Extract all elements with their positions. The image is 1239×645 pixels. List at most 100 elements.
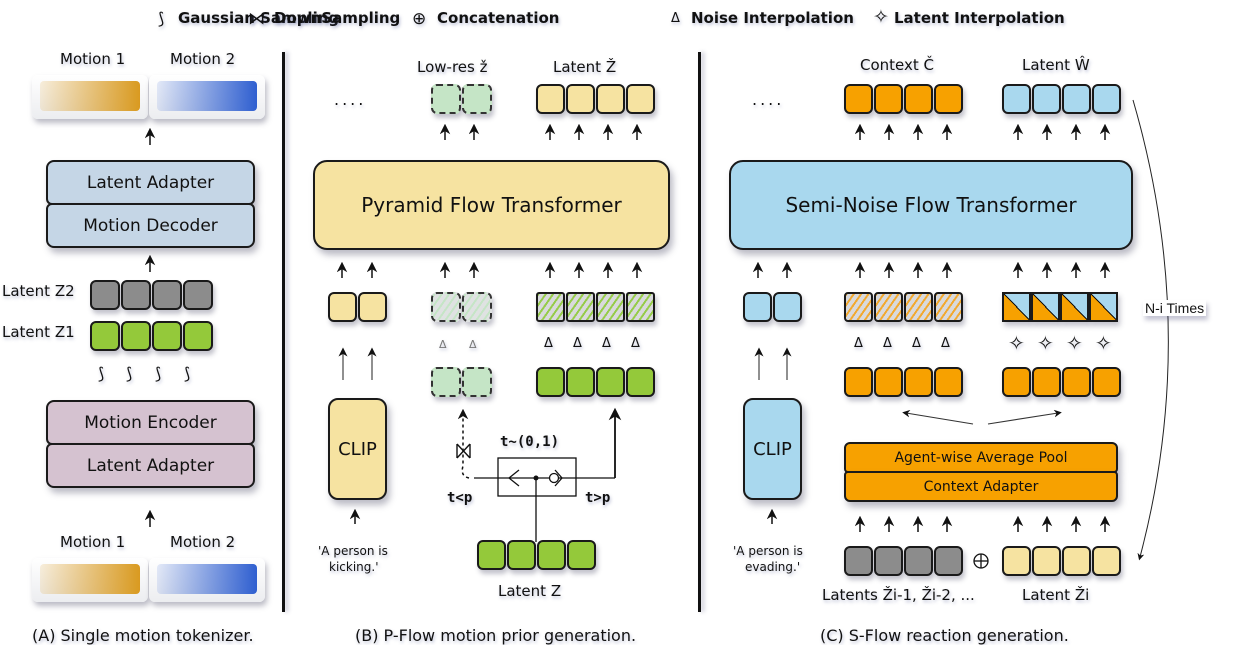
token (536, 367, 565, 397)
latent-adapter-encoder-block: Latent Adapter (46, 443, 255, 488)
concatenation-icon (973, 553, 989, 569)
prompt-line-1: 'A person is (733, 544, 803, 558)
token (904, 367, 933, 397)
token (1092, 84, 1121, 114)
clip-encoder: CLIP (743, 398, 802, 500)
divider-a-b (282, 52, 285, 612)
motion-1-label-top: Motion 1 (60, 50, 126, 68)
latent-z-tokens (477, 540, 597, 570)
latent-interpolation-icon: ✧ (1095, 331, 1112, 355)
noise-interpolation-icon: Δ (439, 338, 447, 351)
latent-zi-label: Latent Ži (1022, 586, 1090, 604)
token (596, 292, 625, 322)
noisy-low-res-tokens (431, 292, 493, 322)
token (626, 84, 655, 114)
token (1092, 546, 1121, 576)
prompt-line-1: 'A person is (318, 544, 388, 558)
motion-2-image-bottom (149, 558, 265, 602)
context-c-tokens (844, 84, 964, 114)
token (844, 292, 873, 322)
panel-c-arrows (752, 99, 1169, 569)
latent-interpolation-icon: ✧ (1066, 331, 1083, 355)
token (183, 280, 213, 310)
token (328, 292, 357, 322)
token (431, 292, 461, 322)
noise-interpolation-icon: Δ (602, 336, 611, 351)
previous-latents-label: Latents Ži-1, Ži-2, ... (822, 586, 975, 604)
low-res-tokens-top (431, 84, 493, 114)
agent-wise-average-pool-block: Agent-wise Average Pool (844, 442, 1118, 473)
noise-interpolation-icon: Δ (912, 336, 921, 351)
latent-interpolation-icon: ✧ (873, 6, 889, 28)
token (1031, 292, 1060, 322)
token (462, 367, 492, 397)
token (462, 292, 492, 322)
token (626, 292, 655, 322)
latent-interpolation-icon: ✧ (1037, 331, 1054, 355)
ellipsis: .... (334, 90, 367, 109)
pyramid-flow-transformer: Pyramid Flow Transformer (313, 160, 670, 250)
gaussian-sampling-icon: ⟆ (158, 9, 165, 28)
motion-2-image-top (149, 75, 265, 119)
token (934, 367, 963, 397)
legend-concatenation: Concatenation (437, 9, 560, 27)
token (934, 292, 963, 322)
token (1062, 367, 1091, 397)
token (904, 84, 933, 114)
motion-2-label-top: Motion 2 (170, 50, 236, 68)
low-res-label: Low-res ž (417, 58, 488, 76)
token (536, 292, 565, 322)
token (904, 546, 933, 576)
token (431, 84, 461, 114)
token (462, 84, 492, 114)
legend-noise-interpolation: Noise Interpolation (691, 9, 854, 27)
token (1002, 84, 1031, 114)
ellipsis: .... (752, 90, 785, 109)
token (537, 540, 566, 570)
branch-low-label: t<p (447, 490, 473, 506)
token (507, 540, 536, 570)
context-adapter-block: Context Adapter (844, 471, 1118, 502)
latent-interpolation-icon: ✧ (1008, 331, 1025, 355)
gaussian-sampling-icon: ⟆ (126, 364, 133, 383)
noise-interpolation-icon: Δ (854, 336, 863, 351)
panel-c-caption: (C) S-Flow reaction generation. (820, 626, 1069, 645)
motion-figures-blue (157, 564, 257, 594)
concatenation-icon: ⊕ (412, 9, 427, 29)
token (477, 540, 506, 570)
token (90, 280, 120, 310)
token (904, 292, 933, 322)
token (596, 84, 625, 114)
token (566, 84, 595, 114)
token (874, 84, 903, 114)
legend-downsampling: DownSampling (274, 9, 401, 27)
clip-encoder: CLIP (328, 398, 387, 500)
token (1002, 292, 1031, 322)
token (431, 367, 461, 397)
latent-z1-tokens (90, 321, 214, 351)
branch-high-label: t>p (585, 490, 611, 506)
token (1092, 367, 1121, 397)
latent-zi-tokens (1002, 546, 1122, 576)
token (121, 321, 151, 351)
token (1062, 84, 1091, 114)
downsampling-icon: ⋈ (248, 9, 265, 29)
semi-noise-flow-transformer: Semi-Noise Flow Transformer (729, 160, 1133, 250)
token (183, 321, 213, 351)
token (844, 367, 873, 397)
latent-z-hat-tokens (536, 84, 656, 114)
token (566, 292, 595, 322)
token (90, 321, 120, 351)
token (934, 546, 963, 576)
token (152, 321, 182, 351)
token (1089, 292, 1118, 322)
context-tokens-orange-left (844, 367, 964, 397)
token (1032, 546, 1061, 576)
token (934, 84, 963, 114)
legend-gaussian-sampling: Gaussian Sampling (178, 9, 340, 27)
motion-figures-orange (40, 81, 140, 111)
latent-z2-tokens (90, 280, 214, 310)
token (152, 280, 182, 310)
motion-1-label-bottom: Motion 1 (60, 533, 126, 551)
token (773, 292, 802, 322)
